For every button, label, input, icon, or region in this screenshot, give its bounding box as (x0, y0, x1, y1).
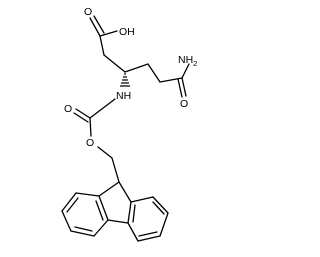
fluorenyl-group (61, 181, 169, 242)
bond-ch2-stereocenter (103, 54, 126, 73)
bond-right-5 (127, 222, 139, 242)
atom-acid-o: O (84, 6, 92, 18)
bond-right-inner-3 (132, 204, 136, 223)
bond-right-6 (127, 201, 132, 224)
amide-n-subscript: 2 (193, 59, 197, 68)
bond-c-o-amide-a (181, 77, 187, 97)
bond-carbonyl-o-ether (89, 117, 92, 137)
atom-amide-o: O (180, 98, 188, 110)
bond-right-1 (130, 196, 154, 203)
bond-left-1 (75, 192, 100, 197)
bond-right-inner-2 (138, 231, 158, 237)
bond-right-2 (152, 196, 169, 214)
chemical-structure: OH O NH2 O NH O O (61, 6, 197, 242)
bond-c9-c8a (118, 181, 132, 203)
bond-left-2 (61, 192, 77, 212)
bond-left-5 (93, 219, 109, 237)
bond-right-3 (159, 212, 169, 237)
bond-c-o-double-a (89, 17, 101, 37)
bond-left-6 (98, 195, 109, 221)
stereo-hashed-wedge (119, 73, 131, 87)
bond-left-4 (70, 230, 95, 237)
bond-c4a-c4b (107, 219, 129, 224)
bond-left-3 (61, 210, 72, 232)
atom-amide-n: NH2 (178, 54, 197, 68)
atom-carbamate-o-double: O (64, 103, 72, 115)
carbamate-group: NH O O (64, 90, 131, 183)
bond-carbonyl-o-b (73, 112, 89, 123)
carboxylic-acid-group: OH O (84, 6, 135, 56)
atom-carbamate-nh: NH (116, 90, 131, 102)
bond-left-inner-1 (66, 197, 79, 213)
bond-c-nh2 (181, 63, 190, 79)
bond-carbonyl-o-a (75, 108, 91, 119)
atom-carbamate-o-ether: O (86, 137, 94, 149)
bond-left-inner-3 (95, 200, 104, 221)
bond-c9-c9a (98, 181, 120, 197)
bond-left-inner-2 (74, 226, 93, 232)
bond-c-o-amide-b (177, 78, 183, 98)
bond-ch2-ch2 (147, 63, 161, 83)
backbone-chain (103, 54, 183, 83)
bond-ch2-cooh (99, 35, 105, 56)
amide-group: NH2 O (177, 54, 197, 110)
atom-acid-oh: OH (119, 26, 135, 38)
bond-right-4 (137, 235, 161, 242)
bond-right-inner-1 (152, 201, 165, 215)
bond-stereocenter-ch2 (124, 63, 149, 73)
bond-ch2-fluorenyl (111, 157, 120, 183)
bond-o-ch2 (97, 146, 113, 159)
bond-nh-carbonyl (89, 98, 116, 119)
amide-n-text: NH (178, 54, 193, 66)
bond-c-o-double-b (93, 15, 105, 34)
bond-c-oh (99, 30, 118, 37)
